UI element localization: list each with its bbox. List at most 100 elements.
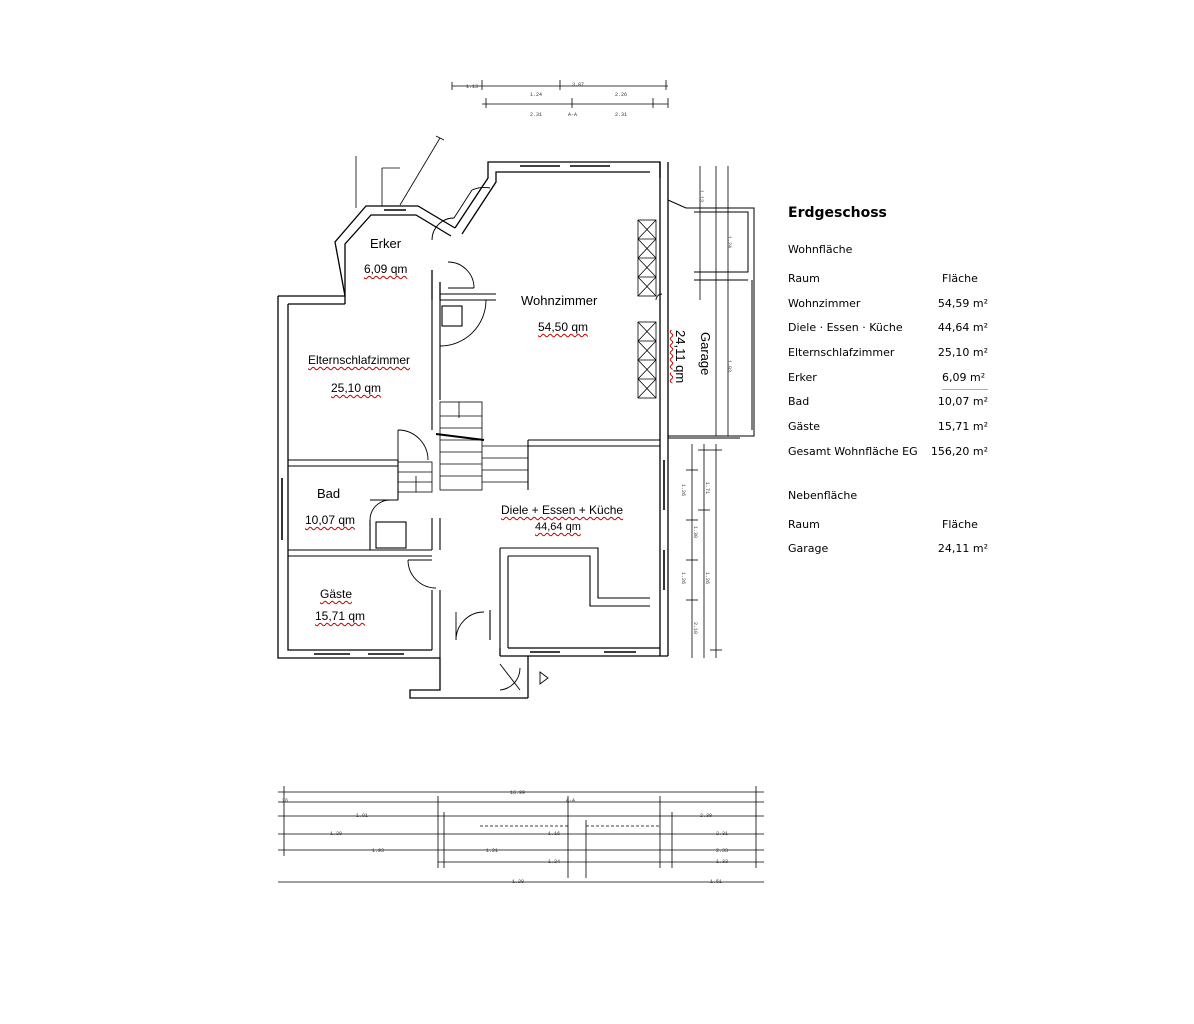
gaeste-name-text: Gäste xyxy=(320,587,353,601)
svg-text:1.24: 1.24 xyxy=(530,92,542,98)
legend-room: Bad xyxy=(788,395,810,409)
wohnflaeche-col-room: Raum xyxy=(788,272,820,285)
svg-text:1.26: 1.26 xyxy=(680,572,686,584)
svg-text:1.26: 1.26 xyxy=(680,484,686,496)
bad-room-area: 10,07 qm xyxy=(305,513,355,527)
svg-text:2.10: 2.10 xyxy=(692,622,698,634)
legend-room: Gesamt Wohnfläche EG xyxy=(788,444,918,458)
outer-walls xyxy=(277,161,669,699)
svg-text:1.03: 1.03 xyxy=(726,360,732,372)
svg-text:1.91: 1.91 xyxy=(356,813,368,819)
svg-text:2.31: 2.31 xyxy=(530,112,542,118)
diele-name-text: Diele + Essen + Küche xyxy=(501,503,624,517)
legend-row-diele: Diele · Essen · Küche 44,64 m² xyxy=(788,316,988,341)
garage-outline xyxy=(667,199,755,439)
nebenflaeche-col-room: Raum xyxy=(788,517,820,531)
wohnzimmer-room-name: Wohnzimmer xyxy=(521,293,598,308)
diele-area-text: 44,64 qm xyxy=(535,521,581,533)
svg-text:1.21: 1.21 xyxy=(486,848,498,854)
elternschlafzimmer-area-text: 25,10 qm xyxy=(331,381,382,395)
svg-text:1.20: 1.20 xyxy=(512,879,524,885)
legend-area: 10,07 m² xyxy=(937,395,988,409)
svg-text:1.33: 1.33 xyxy=(716,859,728,865)
legend-row-wohnzimmer: Wohnzimmer 54,59 m² xyxy=(788,292,988,317)
legend-room: Elternschlafzimmer xyxy=(788,346,895,360)
wohnflaeche-header-row: Raum Fläche xyxy=(788,267,988,292)
bad-room-name: Bad xyxy=(317,486,341,501)
erker-dimension-lines xyxy=(355,135,445,208)
svg-text:1.26: 1.26 xyxy=(704,572,710,584)
wohnflaeche-col-area: Fläche xyxy=(942,272,978,285)
windows xyxy=(281,165,665,655)
svg-text:1.13: 1.13 xyxy=(466,84,478,90)
svg-text:1.93: 1.93 xyxy=(372,848,384,854)
legend-room: Garage xyxy=(788,542,829,556)
svg-text:2.26: 2.26 xyxy=(615,92,627,98)
legend-area: 44,64 m² xyxy=(937,321,988,335)
garage-room-area: 24,11 qm xyxy=(673,330,688,383)
svg-text:2.30: 2.30 xyxy=(700,813,712,819)
svg-text:3.07: 3.07 xyxy=(572,82,584,88)
svg-text:16.99: 16.99 xyxy=(510,790,525,796)
svg-text:1.30: 1.30 xyxy=(692,526,698,538)
erker-room-area: 6,09 qm xyxy=(364,262,407,276)
legend-row-elternschlafzimmer: Elternschlafzimmer 25,10 m² xyxy=(788,341,988,366)
doors xyxy=(369,187,663,691)
staircase xyxy=(397,401,528,493)
svg-text:1.16: 1.16 xyxy=(548,831,560,837)
svg-text:2.33: 2.33 xyxy=(716,848,728,854)
legend-row-total: Gesamt Wohnfläche EG 156,20 m² xyxy=(788,440,988,465)
wall-cabinets xyxy=(637,219,657,399)
svg-text:2.31: 2.31 xyxy=(615,112,627,118)
legend-area: 6,09 m² xyxy=(942,366,988,391)
dimension-numerals: 1.13 3.07 1.24 2.26 2.31 A-A 2.31 16.99 … xyxy=(282,82,732,885)
legend-room: Wohnzimmer xyxy=(788,296,861,310)
legend-row-erker: Erker 6,09 m² xyxy=(788,366,988,391)
nebenflaeche-header-row: Raum Fläche xyxy=(788,513,988,538)
area-legend: Erdgeschoss Wohnfläche Raum Fläche Wohnz… xyxy=(788,205,988,562)
svg-text:1.13: 1.13 xyxy=(698,190,704,202)
gaeste-area-text: 15,71 qm xyxy=(315,609,366,623)
svg-text:1.20: 1.20 xyxy=(330,831,342,837)
legend-area: 156,20 m² xyxy=(930,444,988,458)
legend-area: 24,11 m² xyxy=(937,542,988,556)
top-dimension-lines xyxy=(451,80,669,108)
nebenflaeche-heading: Nebenfläche xyxy=(788,488,858,502)
svg-text:1.24: 1.24 xyxy=(548,859,560,865)
elternschlafzimmer-name-text: Elternschlafzimmer xyxy=(308,353,411,367)
garage-area-text: 24,11 qm xyxy=(673,330,688,384)
diele-room-name: Diele + Essen + Küche xyxy=(501,503,623,517)
svg-text:1.51: 1.51 xyxy=(710,879,722,885)
legend-area: 25,10 m² xyxy=(937,346,988,360)
nebenflaeche-col-area: Fläche xyxy=(942,517,978,531)
legend-room: Diele · Essen · Küche xyxy=(788,321,903,335)
legend-area: 15,71 m² xyxy=(937,420,988,434)
bottom-dimension-lines xyxy=(278,786,764,883)
gaeste-room-name: Gäste xyxy=(320,587,352,601)
legend-row-bad: Bad 10,07 m² xyxy=(788,390,988,415)
wohnzimmer-area-text: 54,50 qm xyxy=(538,320,589,334)
right-dimension-lines xyxy=(686,166,729,658)
bad-area-text: 10,07 qm xyxy=(305,513,356,527)
svg-text:A-A: A-A xyxy=(566,798,575,804)
wohnzimmer-room-area: 54,50 qm xyxy=(538,320,588,334)
legend-row-garage: Garage 24,11 m² xyxy=(788,537,988,562)
elternschlafzimmer-room-area: 25,10 qm xyxy=(331,381,381,395)
erker-room-name: Erker xyxy=(370,236,402,251)
legend-room: Erker xyxy=(788,370,817,384)
legend-title: Erdgeschoss xyxy=(788,205,887,221)
gaeste-room-area: 15,71 qm xyxy=(315,609,365,623)
svg-text:2.31: 2.31 xyxy=(716,831,728,837)
svg-text:A-A: A-A xyxy=(568,112,577,118)
svg-text:1.24: 1.24 xyxy=(726,236,732,248)
garage-room-name: Garage xyxy=(698,332,713,376)
diele-room-area: 44,64 qm xyxy=(535,521,581,533)
legend-room: Gäste xyxy=(788,420,821,434)
svg-text:26: 26 xyxy=(282,798,288,804)
elternschlafzimmer-room-name: Elternschlafzimmer xyxy=(308,353,410,367)
legend-row-gaeste: Gäste 15,71 m² xyxy=(788,415,988,440)
wohnflaeche-heading: Wohnfläche xyxy=(788,243,853,256)
erker-area-text: 6,09 qm xyxy=(364,262,408,276)
legend-area: 54,59 m² xyxy=(937,296,988,310)
